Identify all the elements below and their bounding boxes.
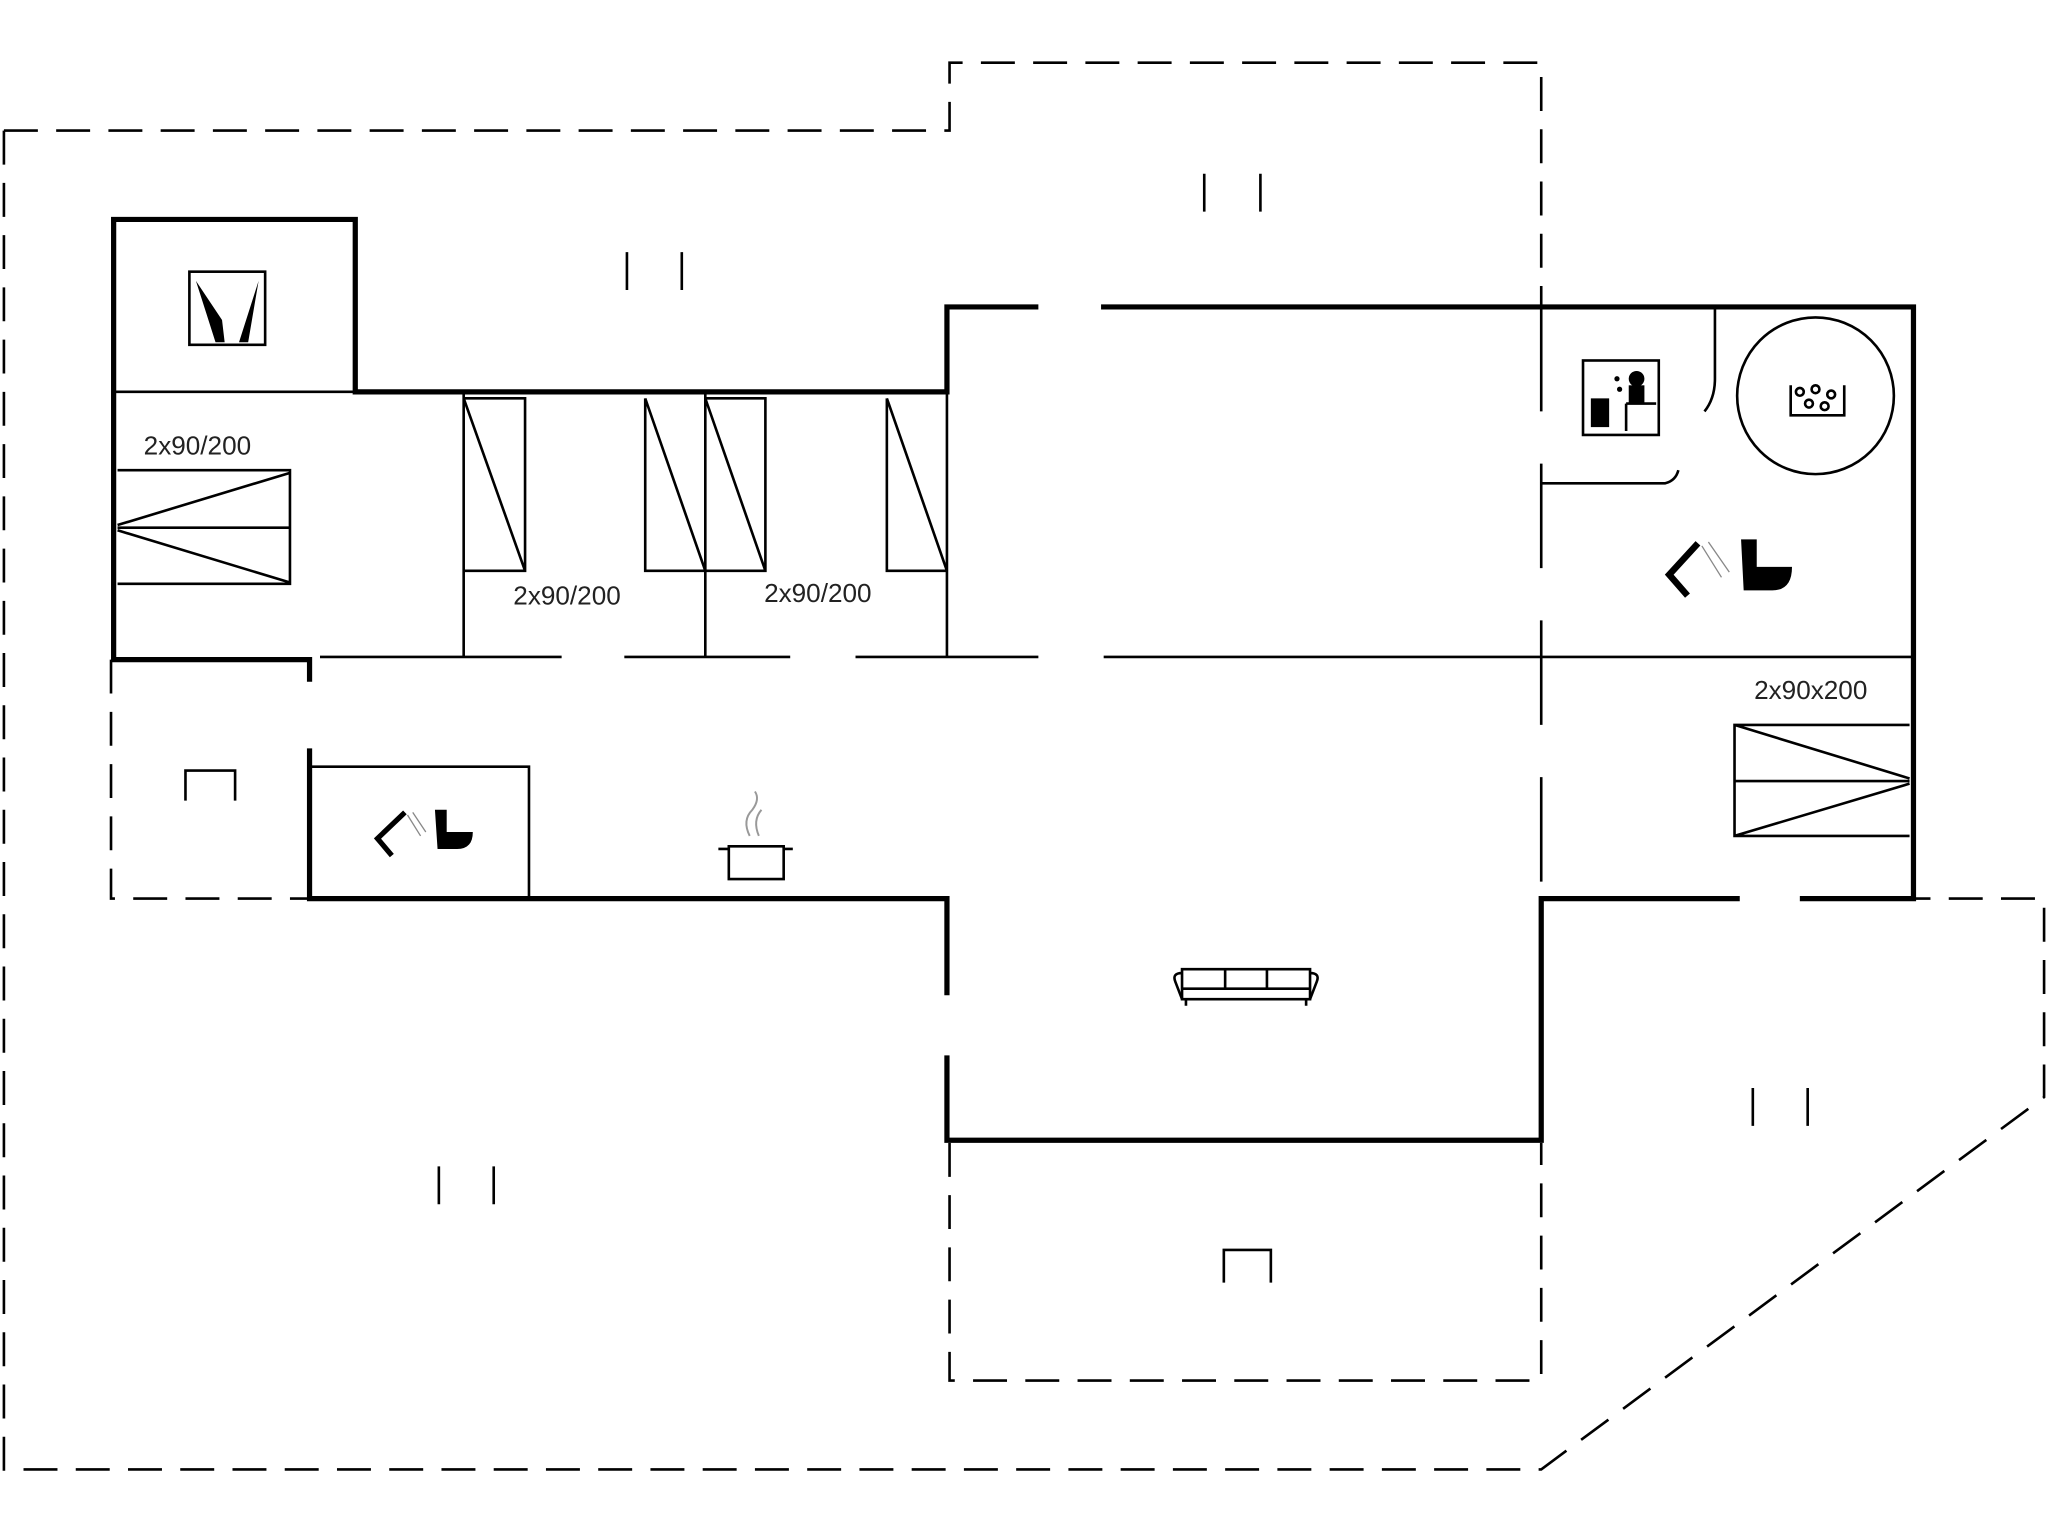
bed-size-label: 2x90x200 <box>1754 675 1867 705</box>
sofa-icon <box>1173 967 1319 1006</box>
shower-icon <box>373 810 427 858</box>
hot-tub-circle <box>1735 316 1896 476</box>
interior-walls <box>113 309 1914 899</box>
kitchen-pot-icon <box>718 790 793 881</box>
bed-size-label: 2x90/200 <box>513 581 620 611</box>
closets <box>462 397 949 573</box>
shower-toilet-icon <box>1664 539 1792 598</box>
toilet-icon <box>434 809 473 849</box>
bed-left <box>117 468 292 586</box>
hot-tub-icon <box>1789 383 1846 417</box>
shower-icon <box>1664 541 1730 598</box>
toilet-icon <box>1741 539 1792 591</box>
annex-door-marks <box>184 769 1273 1283</box>
bed-right <box>1733 723 1910 838</box>
exterior-walls <box>111 216 1917 1143</box>
window-marks <box>437 173 1809 1205</box>
bed-size-label: 2x90/200 <box>764 578 871 608</box>
bed-size-label: 2x90/200 <box>144 431 251 461</box>
sauna-icon <box>188 270 267 347</box>
spa-icon <box>1581 359 1661 437</box>
shower-toilet-icon <box>373 809 473 858</box>
outdoor-terrace-outline <box>2 61 2046 1471</box>
